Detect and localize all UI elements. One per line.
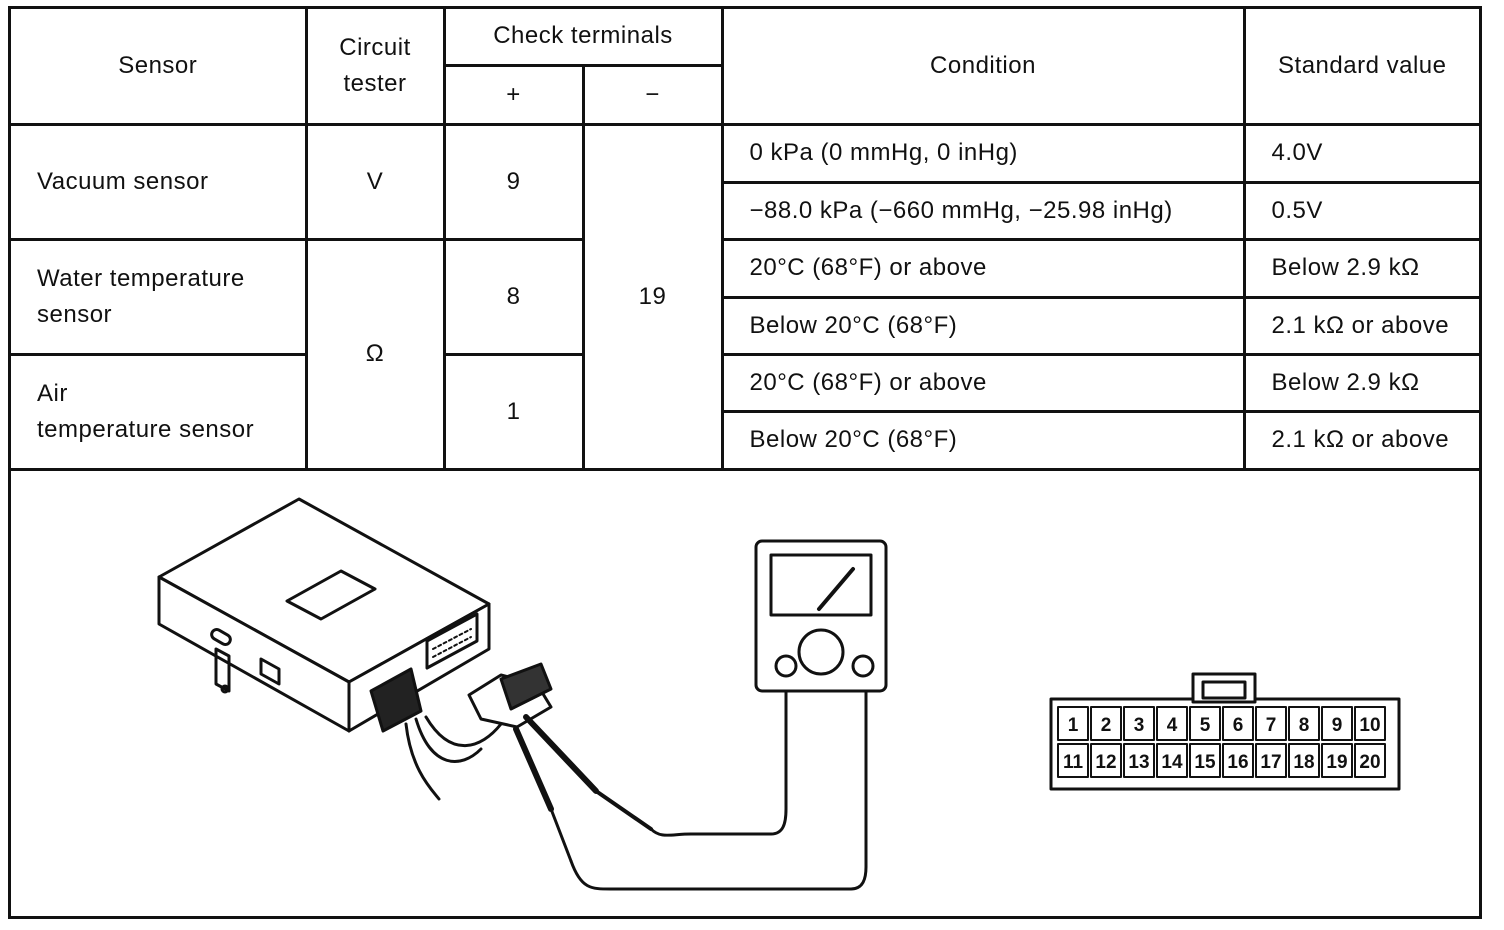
condition-cell: −88.0 kPa (−660 mmHg, −25.98 inHg): [722, 180, 1246, 241]
connector-pin-box: [1354, 743, 1386, 778]
sensor-name-line1: Air: [37, 379, 68, 407]
connector-pin-label: 4: [1167, 715, 1178, 736]
sensor-air-temperature: Air temperature sensor: [11, 352, 308, 471]
tester-probes: [513, 677, 868, 891]
connector-pin-box: [1288, 743, 1320, 778]
sensor-name-line1: Water temperature: [37, 264, 245, 292]
connector-pin-label: 9: [1332, 715, 1343, 736]
header-check-terminals: Check terminals: [442, 9, 724, 67]
standard-value-cell: 0.5V: [1242, 180, 1479, 241]
header-standard-value: Standard value: [1242, 9, 1479, 126]
connector-pin-label: 11: [1063, 752, 1084, 773]
connector-pin-box: [1255, 743, 1287, 778]
plus-terminal-1: 1: [442, 352, 585, 471]
connector-pin-box: [1189, 706, 1221, 741]
header-condition: Condition: [720, 9, 1246, 126]
standard-value-cell: 2.1 kΩ or above: [1242, 409, 1479, 471]
connector-pin-box: [1156, 706, 1188, 741]
connector-pin-label: 7: [1266, 715, 1277, 736]
connector-pin-label: 12: [1095, 752, 1116, 773]
connector-pin-box: [1255, 706, 1287, 741]
connector-pin-box: [1354, 706, 1386, 741]
standard-value-cell: 2.1 kΩ or above: [1242, 295, 1479, 356]
connector-pin-label: 17: [1260, 752, 1281, 773]
connector-pin-box: [1222, 706, 1254, 741]
ecu-unit-icon: [157, 497, 491, 733]
connector-pin-label: 1: [1068, 715, 1079, 736]
connector-pin-label: 13: [1128, 752, 1149, 773]
connector-pin-box: [1321, 743, 1353, 778]
connector-pin-label: 3: [1134, 715, 1145, 736]
connector-pin-box: [1090, 706, 1122, 741]
sensor-vacuum: Vacuum sensor: [11, 122, 308, 241]
circuit-tester-meter-icon: [754, 539, 888, 693]
sensor-water-temperature: Water temperature sensor: [11, 237, 308, 356]
plus-terminal-9: 9: [442, 122, 585, 241]
condition-cell: 0 kPa (0 mmHg, 0 inHg): [720, 122, 1246, 184]
connector-pin-label: 14: [1161, 752, 1183, 773]
plus-terminal-8: 8: [442, 237, 585, 356]
connector-pin-label: 19: [1326, 752, 1347, 773]
connector-pin-box: [1156, 743, 1188, 778]
connector-pin-box: [1057, 743, 1089, 778]
connector-pin-label: 15: [1194, 752, 1216, 773]
header-circuit-tester: Circuit tester: [304, 9, 446, 126]
header-minus-terminal: −: [581, 63, 722, 126]
connector-pin-label: 10: [1359, 715, 1380, 736]
sensor-name: Vacuum sensor: [37, 167, 209, 195]
connector-pin-label: 2: [1101, 715, 1112, 736]
connector-pin-label: 18: [1293, 752, 1314, 773]
standard-value-cell: Below 2.9 kΩ: [1242, 352, 1479, 413]
connector-pin-box: [1288, 706, 1320, 741]
connector-pin-label: 20: [1359, 752, 1380, 773]
condition-cell: 20°C (68°F) or above: [720, 352, 1246, 413]
header-circuit-tester-line2: tester: [343, 69, 407, 97]
connector-pin-box: [1222, 743, 1254, 778]
tester-volt: V: [304, 122, 446, 241]
tester-ohm: Ω: [304, 237, 446, 471]
diagnostic-sheet: Sensor Circuit tester Check terminals Co…: [8, 6, 1482, 919]
minus-terminal-19: 19: [581, 122, 724, 471]
header-sensor: Sensor: [11, 9, 308, 126]
connector-pin-box: [1189, 743, 1221, 778]
standard-value-cell: 4.0V: [1242, 122, 1479, 184]
condition-cell: Below 20°C (68°F): [722, 295, 1246, 356]
connector-pin-box: [1123, 706, 1155, 741]
connector-plug-icon: [467, 662, 553, 729]
sensor-spec-table: Sensor Circuit tester Check terminals Co…: [11, 9, 1479, 471]
standard-value-cell: Below 2.9 kΩ: [1242, 237, 1479, 299]
connector-pin-label: 6: [1233, 715, 1244, 736]
header-circuit-tester-line1: Circuit: [339, 33, 411, 61]
condition-cell: Below 20°C (68°F): [722, 409, 1246, 471]
connector-pin-label: 16: [1227, 752, 1248, 773]
header-plus-terminal: +: [444, 63, 585, 126]
sensor-name-line2: sensor: [37, 300, 113, 328]
condition-cell: 20°C (68°F) or above: [720, 237, 1246, 299]
connector-pin-label: 5: [1200, 715, 1211, 736]
connector-pin-box: [1321, 706, 1353, 741]
connector-pin-box: [1123, 743, 1155, 778]
wire-harness: [404, 715, 503, 801]
connector-pin-box: [1090, 743, 1122, 778]
sensor-name-line2: temperature sensor: [37, 415, 255, 443]
connector-pin-label: 8: [1299, 715, 1310, 736]
connector-pin-box: [1057, 706, 1089, 741]
